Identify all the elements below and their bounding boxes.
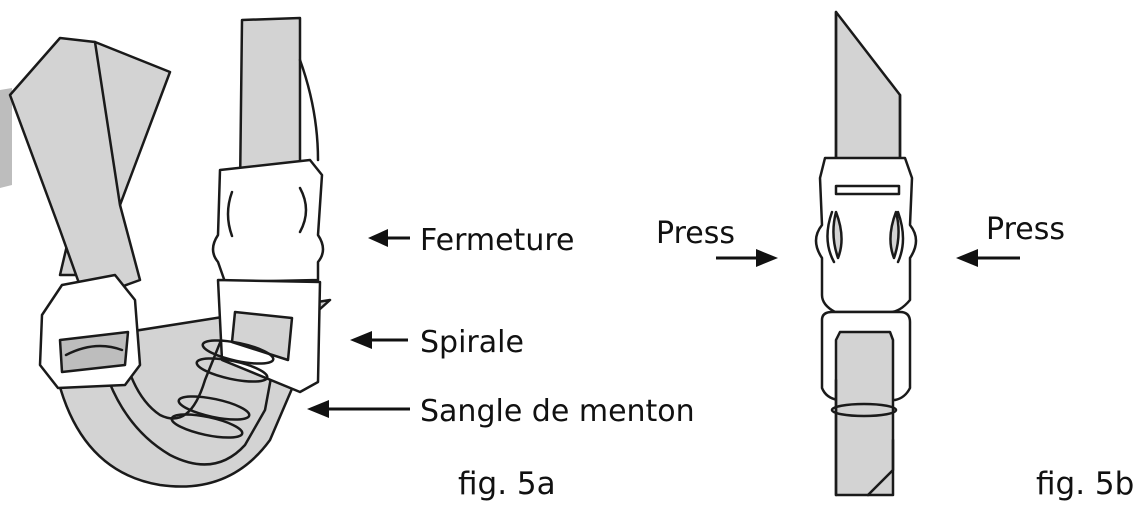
edge-shadow	[0, 88, 12, 188]
buckle-side-right	[896, 210, 905, 264]
bottom-strap	[834, 330, 895, 497]
figure-5b-arrows	[716, 249, 1020, 267]
buckle-slot-left	[226, 190, 234, 238]
buckle-female-b	[814, 156, 918, 314]
strap-right-twist	[298, 58, 320, 162]
buckle-side-left	[826, 210, 836, 264]
figure-5a	[0, 16, 332, 488]
adjuster-window	[58, 330, 130, 374]
buckle-top-bar	[834, 184, 901, 196]
label-sangle-de-menton: Sangle de menton	[420, 394, 695, 429]
adjuster-bar	[64, 344, 124, 357]
fermeture-arrow	[368, 229, 410, 247]
label-spirale: Spirale	[420, 325, 524, 360]
label-press-left: Press	[656, 216, 735, 251]
figure-5b	[814, 10, 918, 497]
release-tab-right	[889, 210, 900, 260]
strap-left	[8, 36, 142, 302]
press-arrow-left	[716, 249, 778, 267]
caption-fig-5b: fig. 5b	[1036, 466, 1134, 502]
figure-5a-arrows	[307, 229, 410, 418]
caption-fig-5a: fig. 5a	[458, 466, 556, 502]
spiral-ring-b	[830, 402, 898, 418]
buckle-female	[211, 158, 325, 284]
spiral-coils	[170, 339, 275, 439]
buckle-tongue	[230, 310, 294, 362]
press-arrow-right	[956, 249, 1020, 267]
buckle-slot	[298, 186, 308, 234]
label-press-right: Press	[986, 212, 1065, 247]
bottom-strap-cut	[866, 438, 895, 497]
release-tab-left	[832, 210, 843, 260]
label-fermeture: Fermeture	[420, 223, 574, 258]
sangle-arrow	[307, 400, 410, 418]
spirale-arrow	[350, 331, 408, 349]
